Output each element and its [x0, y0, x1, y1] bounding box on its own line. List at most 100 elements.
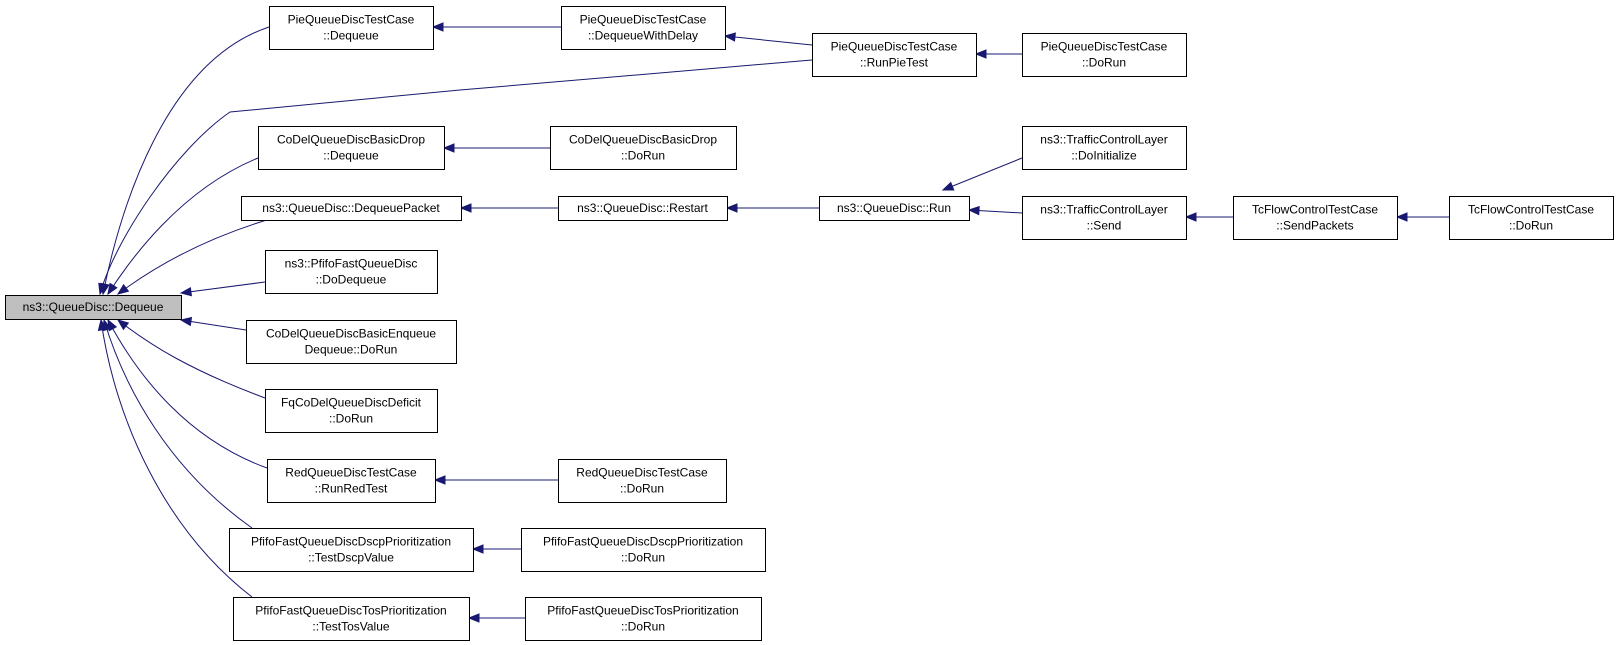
node-box: [269, 6, 434, 50]
node-qd_dequeue[interactable]: ns3::QueueDisc::Dequeue: [5, 295, 182, 320]
node-tcl_send[interactable]: ns3::TrafficControlLayer::Send: [1022, 196, 1187, 240]
node-tcflow_send[interactable]: TcFlowControlTestCase::SendPackets: [1233, 196, 1398, 240]
node-box: [1022, 33, 1187, 77]
node-tcflow_dorun[interactable]: TcFlowControlTestCase::DoRun: [1449, 196, 1614, 240]
node-label: ::DoRun: [620, 482, 664, 496]
node-codel_drop_dorun[interactable]: CoDelQueueDiscBasicDrop::DoRun: [550, 126, 737, 170]
edges-layer: [97, 22, 1449, 623]
node-box: [258, 126, 445, 170]
edge-pfifo_dodequeue-to-qd_dequeue: [179, 281, 266, 297]
arrow-head-icon: [459, 203, 472, 213]
node-pfifo_tos_test[interactable]: PfifoFastQueueDiscTosPrioritization::Tes…: [233, 597, 470, 641]
nodes-layer: ns3::QueueDisc::Dequeue PieQueueDiscTestC…: [5, 6, 1614, 641]
node-pie_dorun[interactable]: PieQueueDiscTestCase::DoRun: [1022, 33, 1187, 77]
edge-red_runredtest-to-qd_dequeue: [107, 318, 268, 469]
node-label: ::RunRedTest: [315, 482, 388, 496]
arrow-head-icon: [1184, 212, 1197, 222]
edge-line: [942, 157, 1023, 191]
node-pie_dequeue[interactable]: PieQueueDiscTestCase::Dequeue: [269, 6, 434, 50]
node-qd_restart[interactable]: ns3::QueueDisc::Restart: [558, 196, 728, 221]
node-box: [558, 459, 727, 503]
edge-line: [107, 157, 259, 295]
edge-line: [107, 319, 268, 469]
edge-qd_dequeuepacket-to-qd_dequeue: [116, 218, 271, 295]
node-pfifo_dscp_test[interactable]: PfifoFastQueueDiscDscpPrioritization::Te…: [229, 528, 474, 572]
edge-codel_drop_dequeue-to-qd_dequeue: [107, 157, 259, 296]
edge-pfifo_dscp_test-to-qd_dequeue: [102, 318, 253, 529]
node-pfifo_tos_dorun[interactable]: PfifoFastQueueDiscTosPrioritization::DoR…: [525, 597, 762, 641]
node-label: ns3::QueueDisc::DequeuePacket: [262, 201, 440, 215]
node-box: [265, 389, 438, 433]
node-pie_runpietest[interactable]: PieQueueDiscTestCase::RunPieTest: [812, 33, 977, 77]
edge-line: [117, 218, 271, 295]
node-box: [1449, 196, 1614, 240]
node-label: ::RunPieTest: [860, 56, 929, 70]
node-label: PieQueueDiscTestCase: [1041, 40, 1168, 54]
node-label: ns3::QueueDisc::Restart: [577, 201, 708, 215]
node-label: PieQueueDiscTestCase: [288, 13, 415, 27]
edge-pie_runpietest-to-pie_dequeue_delay: [723, 32, 813, 46]
edge-tcflow_dorun-to-tcflow_send: [1395, 212, 1449, 222]
arrow-head-icon: [179, 316, 193, 327]
node-label: ::DoInitialize: [1071, 149, 1137, 163]
node-box: [550, 126, 737, 170]
node-label: CoDelQueueDiscBasicDrop: [569, 133, 717, 147]
node-label: PieQueueDiscTestCase: [580, 13, 707, 27]
arrow-head-icon: [725, 203, 738, 213]
node-label: ns3::TrafficControlLayer: [1040, 133, 1167, 147]
node-codel_drop_dequeue[interactable]: CoDelQueueDiscBasicDrop::Dequeue: [258, 126, 445, 170]
node-label: CoDelQueueDiscBasicEnqueue: [266, 327, 436, 341]
edge-qd_run-to-qd_restart: [725, 203, 819, 213]
node-red_dorun[interactable]: RedQueueDiscTestCase::DoRun: [558, 459, 727, 503]
node-label: ns3::TrafficControlLayer: [1040, 203, 1167, 217]
node-qd_dequeuepacket[interactable]: ns3::QueueDisc::DequeuePacket: [241, 196, 462, 221]
arrow-head-icon: [723, 32, 736, 42]
node-label: Dequeue::DoRun: [305, 343, 398, 357]
arrow-head-icon: [442, 143, 455, 153]
node-label: TcFlowControlTestCase: [1252, 203, 1378, 217]
node-box: [241, 196, 462, 221]
node-box: [561, 6, 726, 50]
node-label: RedQueueDiscTestCase: [285, 466, 417, 480]
node-box: [5, 295, 182, 320]
node-label: PieQueueDiscTestCase: [831, 40, 958, 54]
edge-line: [180, 281, 266, 294]
node-box: [819, 196, 970, 221]
arrow-head-icon: [941, 181, 955, 191]
node-label: ::Dequeue: [323, 29, 379, 43]
node-label: ::TestDscpValue: [308, 551, 394, 565]
node-pfifo_dodequeue[interactable]: ns3::PfifoFastQueueDisc::DoDequeue: [265, 250, 438, 294]
node-tcl_doinit[interactable]: ns3::TrafficControlLayer::DoInitialize: [1022, 126, 1187, 170]
edge-tcl_doinit-to-qd_run: [941, 157, 1023, 191]
node-label: FqCoDelQueueDiscDeficit: [281, 396, 422, 410]
node-label: PfifoFastQueueDiscDscpPrioritization: [251, 535, 451, 549]
edge-tcflow_send-to-tcl_send: [1184, 212, 1233, 222]
edge-line: [99, 59, 813, 295]
node-fqcodel_deficit[interactable]: FqCoDelQueueDiscDeficit::DoRun: [265, 389, 438, 433]
edge-pie_dorun-to-pie_runpietest: [974, 49, 1022, 59]
node-box: [1022, 126, 1187, 170]
node-label: ::TestTosValue: [312, 620, 389, 634]
edge-qd_restart-to-qd_dequeuepacket: [459, 203, 558, 213]
node-label: ::DoRun: [329, 412, 373, 426]
node-pfifo_dscp_dorun[interactable]: PfifoFastQueueDiscDscpPrioritization::Do…: [521, 528, 766, 572]
node-label: CoDelQueueDiscBasicDrop: [277, 133, 425, 147]
edge-line: [100, 319, 253, 598]
edge-tcl_send-to-qd_run: [967, 205, 1023, 216]
node-label: ::Send: [1087, 219, 1122, 233]
node-box: [1022, 196, 1187, 240]
node-qd_run[interactable]: ns3::QueueDisc::Run: [819, 196, 970, 221]
node-label: ::DequeueWithDelay: [588, 29, 698, 43]
node-pie_dequeue_delay[interactable]: PieQueueDiscTestCase::DequeueWithDelay: [561, 6, 726, 50]
edge-line: [103, 319, 253, 529]
edge-line: [102, 26, 270, 295]
node-red_runredtest[interactable]: RedQueueDiscTestCase::RunRedTest: [267, 459, 436, 503]
node-label: ::Dequeue: [323, 149, 379, 163]
node-box: [246, 320, 457, 364]
edge-pie_dequeue_delay-to-pie_dequeue: [431, 22, 561, 32]
node-box: [558, 196, 728, 221]
node-label: ::DoRun: [1082, 56, 1126, 70]
edge-pfifo_tos_test-to-qd_dequeue: [97, 318, 253, 598]
node-box: [267, 459, 436, 503]
